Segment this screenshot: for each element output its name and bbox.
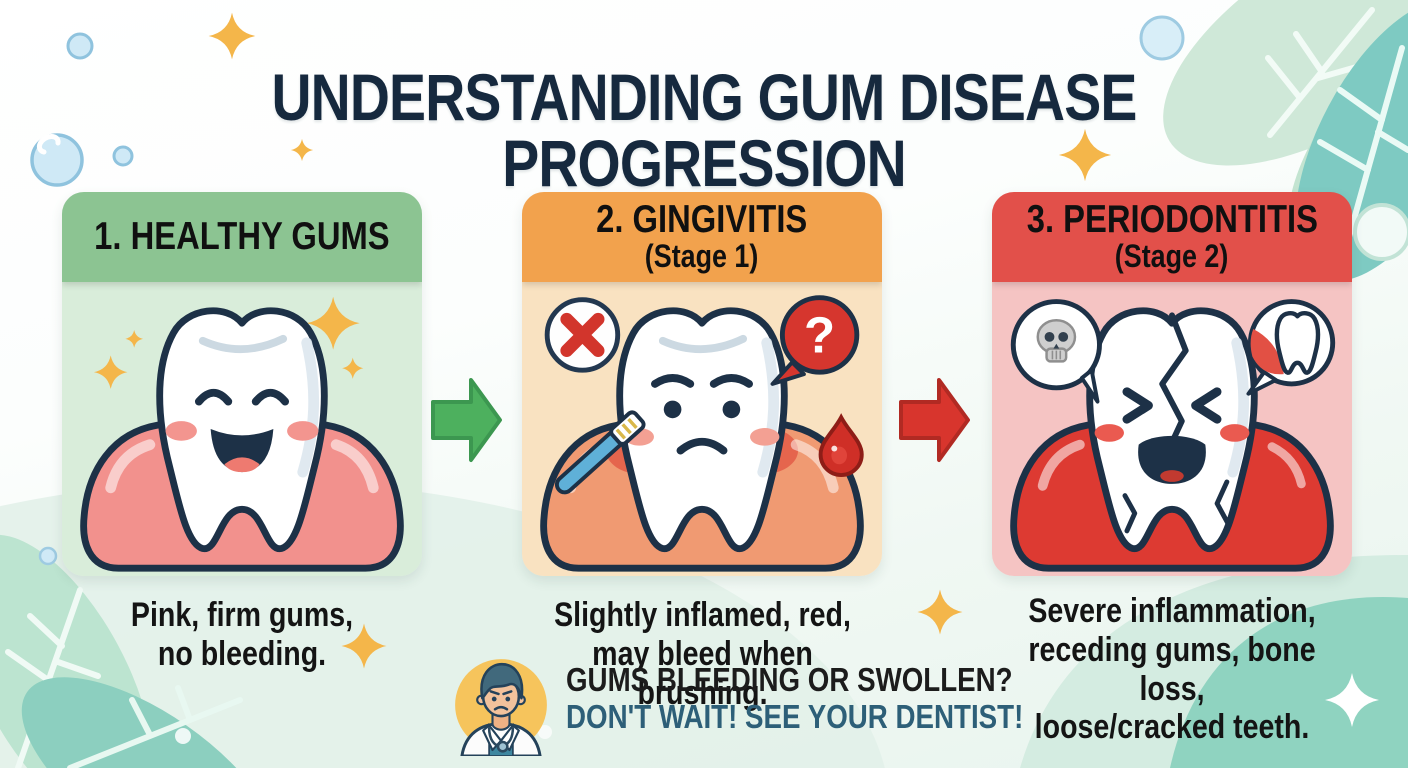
stage1-illustration-panel (62, 282, 422, 576)
callout-question: GUMS BLEEDING OR SWOLLEN? (566, 661, 1013, 698)
worried-brow-left (651, 374, 695, 388)
smiling-mouth (210, 429, 274, 473)
stage1-header: 1. HEALTHY GUMS (62, 192, 422, 282)
stage-card-gingivitis: 2. GINGIVITIS (Stage 1) (522, 192, 882, 576)
eye-right (722, 400, 741, 419)
sparkle-icon (93, 296, 364, 389)
blood-drop-icon (818, 413, 864, 478)
sparkle-decorations (208, 12, 1379, 727)
svg-text:?: ? (804, 307, 835, 364)
frown-mouth (493, 705, 509, 711)
cheek-right (1220, 424, 1250, 442)
stage3-illustration-panel (992, 282, 1352, 576)
stage2-title: 2. GINGIVITIS (596, 198, 808, 242)
arrow-right-icon-red (899, 378, 970, 462)
pained-eye-left (1122, 387, 1153, 424)
stage3-title: 3. PERIODONTITIS (1026, 198, 1318, 242)
happy-eye-right (251, 388, 290, 406)
stage2-header: 2. GINGIVITIS (Stage 1) (522, 192, 882, 282)
arrow-right-icon-green (431, 378, 502, 462)
stage3-header: 3. PERIODONTITIS (Stage 2) (992, 192, 1352, 282)
stage2-description: Slightly inflamed, red, may bleed when b… (554, 596, 851, 712)
cheek-right (287, 421, 319, 441)
wave-teal-decoration (1170, 597, 1408, 768)
stage-card-periodontitis: 3. PERIODONTITIS (Stage 2) (992, 192, 1352, 576)
pained-eye-right (1191, 387, 1222, 424)
toothbrush-icon (554, 410, 646, 495)
crack-line (1159, 312, 1189, 450)
bubble-decorations (30, 15, 1408, 744)
stage-card-healthy-gums: 1. HEALTHY GUMS (62, 192, 422, 576)
question-bubble-icon: ? (770, 295, 860, 386)
stage3-description: Severe inflammation, receding gums, bone… (1028, 592, 1316, 747)
cheek-left (165, 421, 197, 441)
callout-action: DON'T WAIT! SEE YOUR DENTIST! (566, 697, 1024, 735)
receding-tooth-bubble-icon (1246, 299, 1336, 396)
worried-tooth-graphic (616, 307, 788, 552)
cheek-right (750, 428, 780, 446)
leaf-bottom-left-teal (21, 677, 279, 768)
stage3-subtitle: (Stage 2) (1115, 238, 1229, 275)
happy-eye-left (194, 388, 233, 406)
stage2-subtitle: (Stage 1) (645, 238, 759, 275)
skull-bubble-icon (1010, 299, 1102, 404)
doctor-hair (480, 662, 524, 700)
worried-brow-right (709, 374, 753, 388)
stage2-illustration-panel: ? (522, 282, 882, 576)
dentist-callout: GUMS BLEEDING OR SWOLLEN? DON'T WAIT! SE… (450, 654, 1110, 756)
eye-left (663, 400, 682, 419)
happy-tooth-graphic (156, 307, 328, 552)
frown-mouth (676, 437, 728, 455)
page-title: UNDERSTANDING GUM DISEASE PROGRESSION (271, 60, 1137, 200)
cracked-tooth-illustration (1010, 299, 1336, 572)
dentist-avatar (455, 659, 547, 756)
cross-circle-icon (544, 297, 621, 373)
stage1-description: Pink, firm gums, no bleeding. (130, 596, 354, 673)
cheek-left (1094, 424, 1124, 442)
wailing-mouth (1138, 435, 1206, 484)
stage1-title: 1. HEALTHY GUMS (94, 215, 390, 259)
worried-tooth-illustration: ? (540, 295, 864, 572)
cracked-tooth-graphic (1086, 307, 1258, 552)
happy-tooth-illustration (80, 296, 404, 572)
